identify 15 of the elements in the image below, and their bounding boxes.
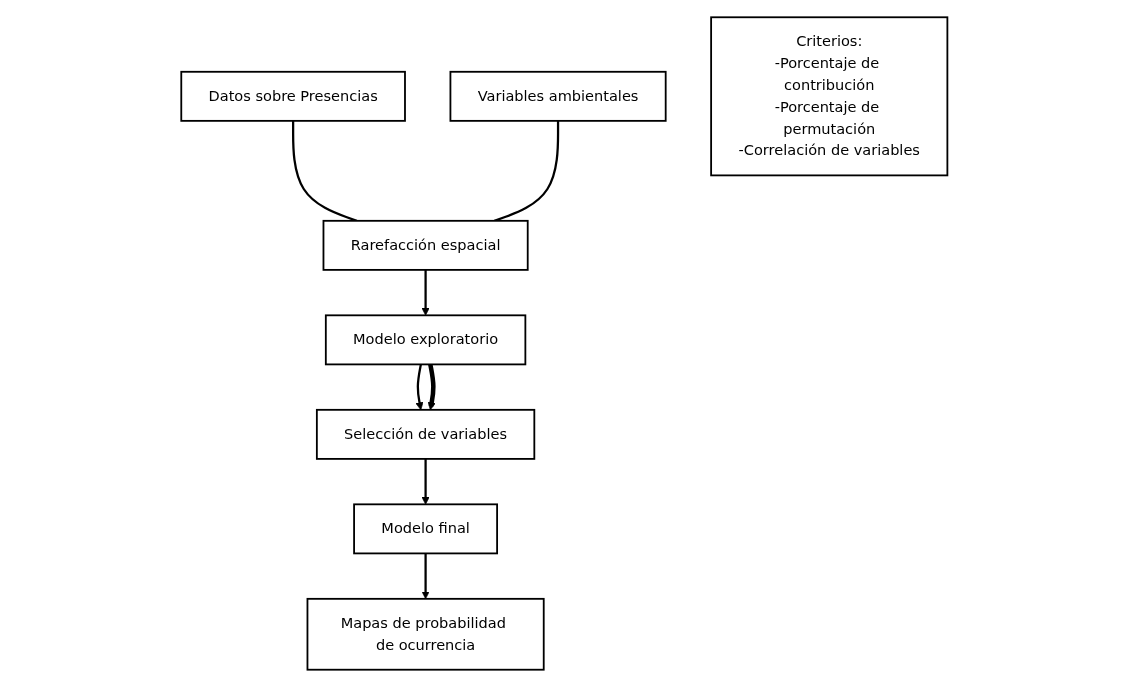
node-box: Rarefacción espacial xyxy=(322,219,529,271)
arrow xyxy=(421,458,430,505)
connector xyxy=(291,120,357,222)
node-box: Datos sobre Presencias xyxy=(180,70,406,122)
node-box: Modelo final xyxy=(352,503,498,555)
node-box: Criterios: -Porcentaje de contribución -Porcentaje de permutación -Correlación de variables xyxy=(709,16,948,177)
arrow xyxy=(421,553,430,600)
connector xyxy=(493,120,559,222)
node-box: Variables ambientales xyxy=(449,70,667,122)
node-box: Selección de variables xyxy=(315,408,535,460)
node-box: Modelo exploratorio xyxy=(324,314,526,366)
arrow xyxy=(415,364,424,411)
arrow xyxy=(427,363,436,411)
node-box: Mapas de probabilidad de ocurrencia xyxy=(306,597,545,671)
arrow xyxy=(421,269,430,316)
